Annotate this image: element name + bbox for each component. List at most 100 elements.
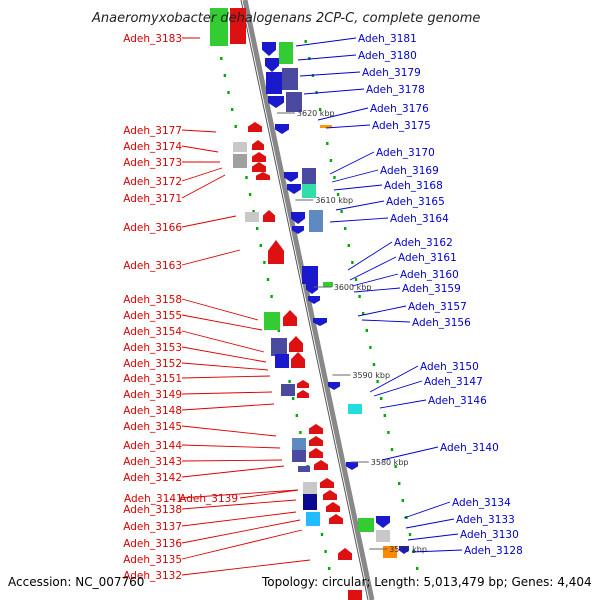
gene-feature[interactable] <box>279 42 293 64</box>
gene-feature[interactable] <box>303 482 317 494</box>
gene-feature[interactable] <box>275 124 289 134</box>
gene-feature[interactable] <box>292 438 306 450</box>
gene-feature[interactable] <box>252 152 266 162</box>
gene-label-left[interactable]: Adeh_3132 <box>123 570 182 582</box>
gene-feature[interactable] <box>275 354 289 368</box>
gene-label-right[interactable]: Adeh_3140 <box>440 442 499 454</box>
gene-feature[interactable] <box>309 210 323 232</box>
gene-label-right[interactable]: Adeh_3130 <box>460 529 519 541</box>
gene-label-right[interactable]: Adeh_3180 <box>358 50 417 62</box>
gene-feature[interactable] <box>323 282 333 287</box>
gene-feature[interactable] <box>289 336 303 352</box>
gene-feature[interactable] <box>271 338 287 356</box>
gene-feature[interactable] <box>233 142 247 152</box>
gene-label-right[interactable]: Adeh_3128 <box>464 545 523 557</box>
gene-feature[interactable] <box>291 212 305 224</box>
gene-feature[interactable] <box>256 172 270 180</box>
gene-label-right[interactable]: Adeh_3133 <box>456 514 515 526</box>
gene-feature[interactable] <box>263 210 275 222</box>
gene-feature[interactable] <box>284 172 298 182</box>
gene-feature[interactable] <box>245 212 259 222</box>
gene-feature[interactable] <box>302 184 316 198</box>
gene-label-left[interactable]: Adeh_3163 <box>123 260 182 272</box>
gene-label-left[interactable]: Adeh_3135 <box>123 554 182 566</box>
gene-label-right[interactable]: Adeh_3162 <box>394 237 453 249</box>
gene-label-right[interactable]: Adeh_3170 <box>376 147 435 159</box>
gene-feature[interactable] <box>309 448 323 458</box>
gene-label-left[interactable]: Adeh_3153 <box>123 342 182 354</box>
gene-label-left[interactable]: Adeh_3139 <box>179 493 238 505</box>
gene-feature[interactable] <box>308 296 320 304</box>
gene-feature[interactable] <box>230 8 246 44</box>
gene-feature[interactable] <box>328 382 340 390</box>
gene-label-right[interactable]: Adeh_3181 <box>358 33 417 45</box>
gene-label-right[interactable]: Adeh_3179 <box>362 67 421 79</box>
gene-feature[interactable] <box>210 8 228 46</box>
gene-feature[interactable] <box>326 502 340 512</box>
gene-feature[interactable] <box>323 490 337 500</box>
gene-feature[interactable] <box>268 96 284 108</box>
gene-label-left[interactable]: Adeh_3142 <box>123 472 182 484</box>
gene-label-right[interactable]: Adeh_3157 <box>408 301 467 313</box>
gene-feature[interactable] <box>376 516 390 528</box>
gene-label-right[interactable]: Adeh_3169 <box>380 165 439 177</box>
gene-label-right[interactable]: Adeh_3161 <box>398 252 457 264</box>
gene-feature[interactable] <box>329 514 343 524</box>
gene-feature[interactable] <box>286 92 302 112</box>
gene-label-right[interactable]: Adeh_3156 <box>412 317 471 329</box>
gene-feature[interactable] <box>281 384 295 396</box>
gene-label-left[interactable]: Adeh_3148 <box>123 405 182 417</box>
gene-feature[interactable] <box>376 530 390 542</box>
gene-label-left[interactable]: Adeh_3144 <box>123 440 182 452</box>
gene-feature[interactable] <box>320 125 332 128</box>
gene-feature[interactable] <box>399 546 409 554</box>
gene-label-left[interactable]: Adeh_3158 <box>123 294 182 306</box>
gene-feature[interactable] <box>233 154 247 168</box>
gene-feature[interactable] <box>268 240 284 264</box>
gene-label-left[interactable]: Adeh_3136 <box>123 538 182 550</box>
gene-feature[interactable] <box>292 226 304 234</box>
gene-label-right[interactable]: Adeh_3160 <box>400 269 459 281</box>
gene-label-left[interactable]: Adeh_3151 <box>123 373 182 385</box>
gene-feature[interactable] <box>306 512 320 526</box>
gene-label-left[interactable]: Adeh_3154 <box>123 326 182 338</box>
gene-feature[interactable] <box>302 266 318 284</box>
gene-label-left[interactable]: Adeh_3171 <box>123 193 182 205</box>
gene-feature[interactable] <box>248 122 262 132</box>
gene-label-right[interactable]: Adeh_3178 <box>366 84 425 96</box>
gene-label-right[interactable]: Adeh_3147 <box>424 376 483 388</box>
gene-label-left[interactable]: Adeh_3155 <box>123 310 182 322</box>
gene-label-right[interactable]: Adeh_3159 <box>402 283 461 295</box>
gene-feature[interactable] <box>262 42 276 56</box>
gene-feature[interactable] <box>309 424 323 434</box>
gene-label-left[interactable]: Adeh_3137 <box>123 521 182 533</box>
gene-feature[interactable] <box>265 58 279 72</box>
gene-label-left[interactable]: Adeh_3149 <box>123 389 182 401</box>
gene-label-left[interactable]: Adeh_3152 <box>123 358 182 370</box>
gene-feature[interactable] <box>282 68 298 90</box>
gene-feature[interactable] <box>287 184 301 194</box>
gene-feature[interactable] <box>338 548 352 560</box>
gene-label-right[interactable]: Adeh_3168 <box>384 180 443 192</box>
gene-feature[interactable] <box>283 310 297 326</box>
gene-label-left[interactable]: Adeh_3183 <box>123 33 182 45</box>
gene-label-right[interactable]: Adeh_3175 <box>372 120 431 132</box>
gene-feature[interactable] <box>252 162 266 172</box>
gene-label-left[interactable]: Adeh_3141 <box>124 493 183 505</box>
gene-feature[interactable] <box>348 404 362 414</box>
gene-feature[interactable] <box>320 478 334 488</box>
gene-label-right[interactable]: Adeh_3150 <box>420 361 479 373</box>
gene-feature[interactable] <box>292 450 306 462</box>
gene-label-right[interactable]: Adeh_3165 <box>386 196 445 208</box>
gene-label-right[interactable]: Adeh_3176 <box>370 103 429 115</box>
gene-label-left[interactable]: Adeh_3145 <box>123 421 182 433</box>
gene-feature[interactable] <box>303 494 317 510</box>
gene-feature[interactable] <box>314 460 328 470</box>
gene-label-left[interactable]: Adeh_3166 <box>123 222 182 234</box>
gene-feature[interactable] <box>252 140 264 150</box>
gene-label-right[interactable]: Adeh_3164 <box>390 213 449 225</box>
gene-feature[interactable] <box>309 436 323 446</box>
gene-feature[interactable] <box>264 312 280 330</box>
gene-label-right[interactable]: Adeh_3134 <box>452 497 511 509</box>
gene-label-left[interactable]: Adeh_3177 <box>123 125 182 137</box>
